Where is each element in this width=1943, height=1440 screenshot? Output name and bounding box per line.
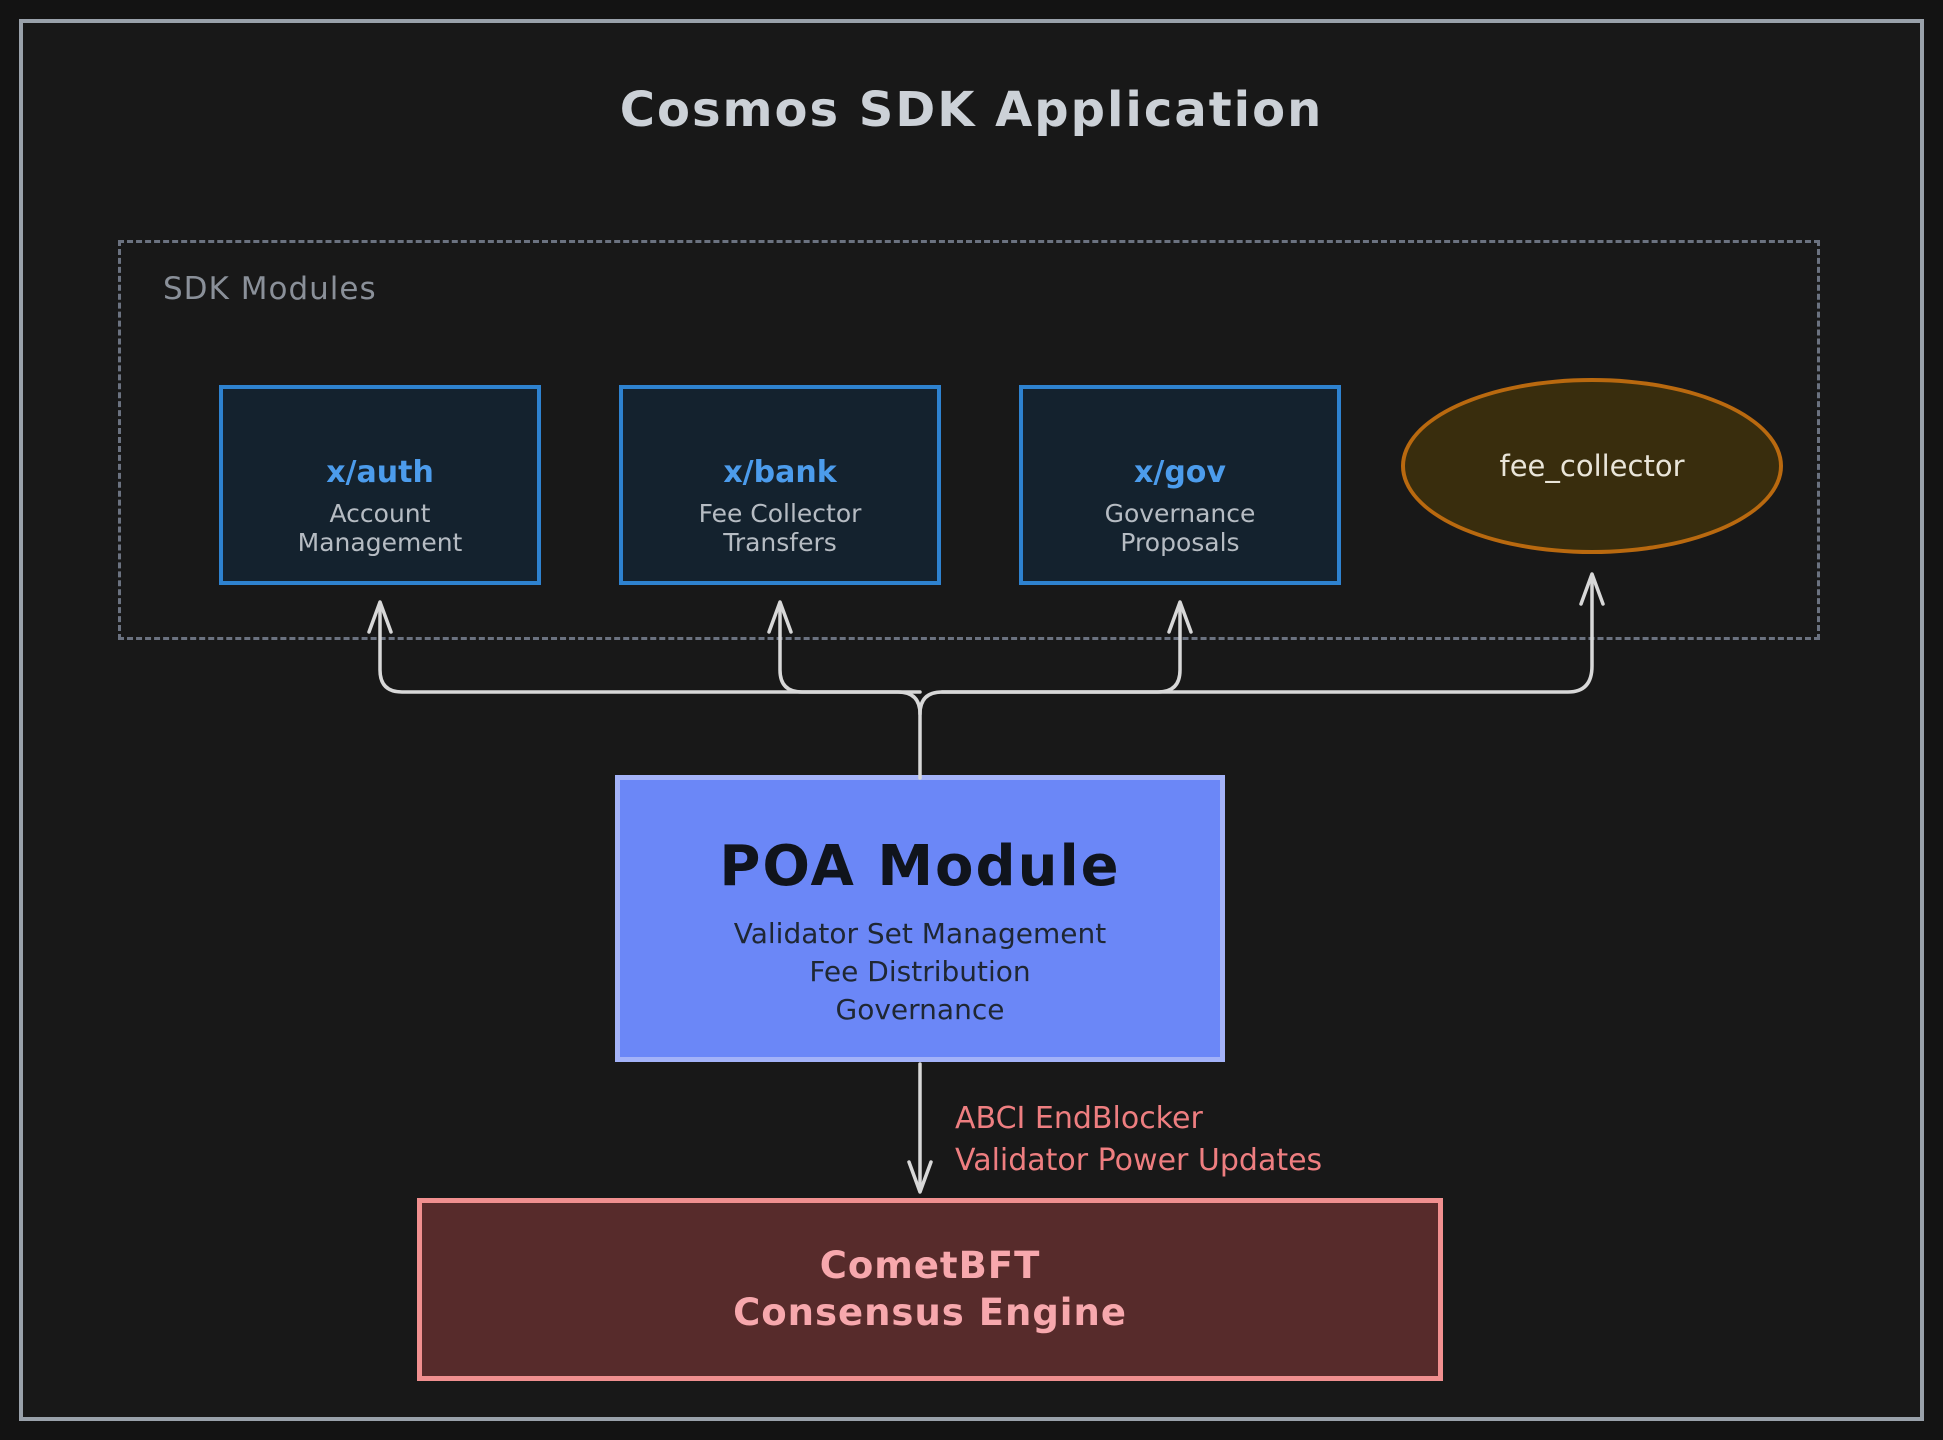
fee-collector-label: fee_collector: [1499, 449, 1685, 483]
cometbft-title-line1: CometBFT: [819, 1244, 1041, 1288]
module-box-x-auth: x/auth Account Management: [219, 385, 541, 585]
module-box-x-bank: x/bank Fee Collector Transfers: [619, 385, 941, 585]
module-subtitle-line: Account: [329, 498, 431, 528]
poa-feature-governance: Governance: [835, 992, 1005, 1026]
module-subtitle-line: Management: [297, 527, 463, 557]
abci-arrow-label: ABCI EndBlocker Validator Power Updates: [955, 1098, 1322, 1182]
module-subtitle-line: Governance: [1104, 498, 1256, 528]
abci-arrow-label-line2: Validator Power Updates: [955, 1143, 1323, 1178]
module-title-x-gov: x/gov: [1134, 454, 1226, 490]
module-subtitle-line: Transfers: [723, 527, 837, 557]
module-title-x-auth: x/auth: [326, 454, 434, 490]
module-box-x-gov: x/gov Governance Proposals: [1019, 385, 1341, 585]
module-subtitle-line: Proposals: [1120, 527, 1240, 557]
cometbft-consensus-box: CometBFT Consensus Engine: [417, 1198, 1443, 1381]
module-subtitle-line: Fee Collector: [698, 498, 862, 528]
poa-feature-validator-set: Validator Set Management: [733, 917, 1107, 951]
sdk-modules-label: SDK Modules: [163, 271, 377, 307]
abci-arrow-label-line1: ABCI EndBlocker: [955, 1101, 1203, 1136]
module-subtitle-x-auth: Account Management: [297, 498, 463, 558]
poa-module-box: POA Module Validator Set Management Fee …: [615, 775, 1225, 1062]
poa-feature-fee-distribution: Fee Distribution: [809, 955, 1031, 989]
module-subtitle-x-gov: Governance Proposals: [1104, 498, 1256, 558]
module-subtitle-x-bank: Fee Collector Transfers: [698, 498, 862, 558]
fee-collector-ellipse: fee_collector: [1401, 378, 1783, 554]
module-title-x-bank: x/bank: [723, 454, 837, 490]
cometbft-title-line2: Consensus Engine: [733, 1290, 1127, 1334]
page-title: Cosmos SDK Application: [619, 82, 1324, 138]
poa-module-title: POA Module: [719, 834, 1121, 900]
outer-frame: [19, 19, 1924, 1421]
